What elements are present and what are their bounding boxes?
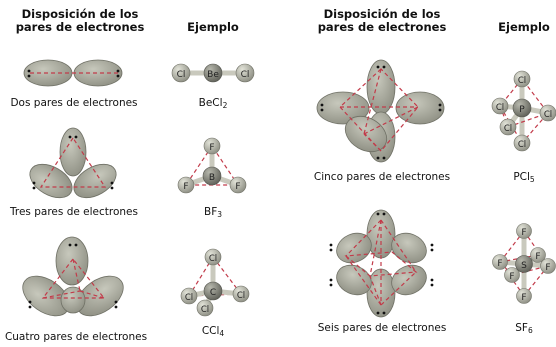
molecule-becl2: Cl Be Cl bbox=[171, 63, 255, 83]
header-arrangement-left: Disposición de los pares de electrones bbox=[10, 8, 150, 34]
lobes-three-pairs bbox=[29, 127, 117, 199]
lobes-four-pairs bbox=[22, 236, 124, 317]
header-example-right: Ejemplo bbox=[498, 20, 550, 34]
lobes-six-pairs bbox=[329, 209, 434, 318]
formula-main: BF bbox=[203, 206, 218, 218]
caption-six-pairs: Seis pares de electrones bbox=[317, 322, 447, 334]
formula-subscript: 3 bbox=[217, 210, 223, 219]
atom-label: Cl bbox=[237, 291, 245, 301]
atom-label: F bbox=[183, 182, 188, 192]
formula-main: BeCl bbox=[198, 97, 223, 109]
atom-label: Cl bbox=[496, 103, 504, 113]
header-line-2: pares de electrones bbox=[317, 20, 447, 34]
atom-label: Cl bbox=[177, 70, 186, 80]
header-line-1: Disposición de los bbox=[323, 7, 441, 21]
molecule-pcl5: Cl Cl Cl Cl Cl P bbox=[491, 70, 556, 152]
lobes-two-pairs bbox=[23, 59, 123, 87]
atom-label: F bbox=[545, 263, 550, 273]
atom-label: Cl bbox=[518, 140, 526, 150]
atom-label: F bbox=[509, 272, 514, 282]
atom-label: F bbox=[497, 259, 502, 269]
caption-two-pairs: Dos pares de electrones bbox=[10, 97, 138, 109]
header-arrangement-right: Disposición de los pares de electrones bbox=[312, 8, 452, 34]
molecule-bf3: F F F B bbox=[177, 137, 247, 194]
atom-label: Cl bbox=[518, 76, 526, 86]
atom-label: Cl bbox=[201, 305, 209, 315]
lobes-five-pairs bbox=[316, 59, 445, 163]
atom-label: Cl bbox=[504, 124, 512, 134]
atom-label: B bbox=[209, 173, 215, 183]
formula-subscript: 6 bbox=[527, 326, 533, 335]
atom-label: Cl bbox=[544, 110, 552, 120]
molecule-sf6: F F F F F F S bbox=[492, 223, 556, 304]
atom-label: F bbox=[521, 293, 526, 303]
formula-subscript: 4 bbox=[219, 329, 225, 338]
molecule-ccl4: Cl Cl Cl Cl C bbox=[180, 248, 250, 317]
atom-label: C bbox=[210, 288, 216, 298]
header-example-left: Ejemplo bbox=[187, 20, 239, 34]
header-line-2: pares de electrones bbox=[15, 20, 145, 34]
formula-becl2: BeCl2 bbox=[183, 97, 243, 110]
formula-pcl5: PCl5 bbox=[494, 171, 554, 184]
formula-main: PCl bbox=[513, 171, 530, 183]
caption-three-pairs: Tres pares de electrones bbox=[10, 206, 138, 218]
atom-label: Be bbox=[207, 70, 219, 80]
caption-four-pairs: Cuatro pares de electrones bbox=[4, 331, 148, 343]
formula-main: SF bbox=[515, 322, 528, 334]
formula-main: CCl bbox=[201, 325, 220, 337]
formula-subscript: 2 bbox=[222, 101, 228, 110]
atom-label: F bbox=[535, 252, 540, 262]
caption-five-pairs: Cinco pares de electrones bbox=[313, 171, 451, 183]
atom-label: F bbox=[521, 228, 526, 238]
atom-label: Cl bbox=[185, 293, 193, 303]
header-line-1: Disposición de los bbox=[21, 7, 139, 21]
formula-ccl4: CCl4 bbox=[183, 325, 243, 338]
formula-subscript: 5 bbox=[529, 175, 535, 184]
atom-label: Cl bbox=[209, 254, 217, 264]
atom-label: P bbox=[519, 105, 525, 115]
formula-bf3: BF3 bbox=[183, 206, 243, 219]
atom-label: S bbox=[521, 261, 527, 271]
atom-label: Cl bbox=[241, 70, 250, 80]
atom-label: F bbox=[235, 182, 240, 192]
atom-label: F bbox=[209, 143, 214, 153]
formula-sf6: SF6 bbox=[494, 322, 554, 335]
